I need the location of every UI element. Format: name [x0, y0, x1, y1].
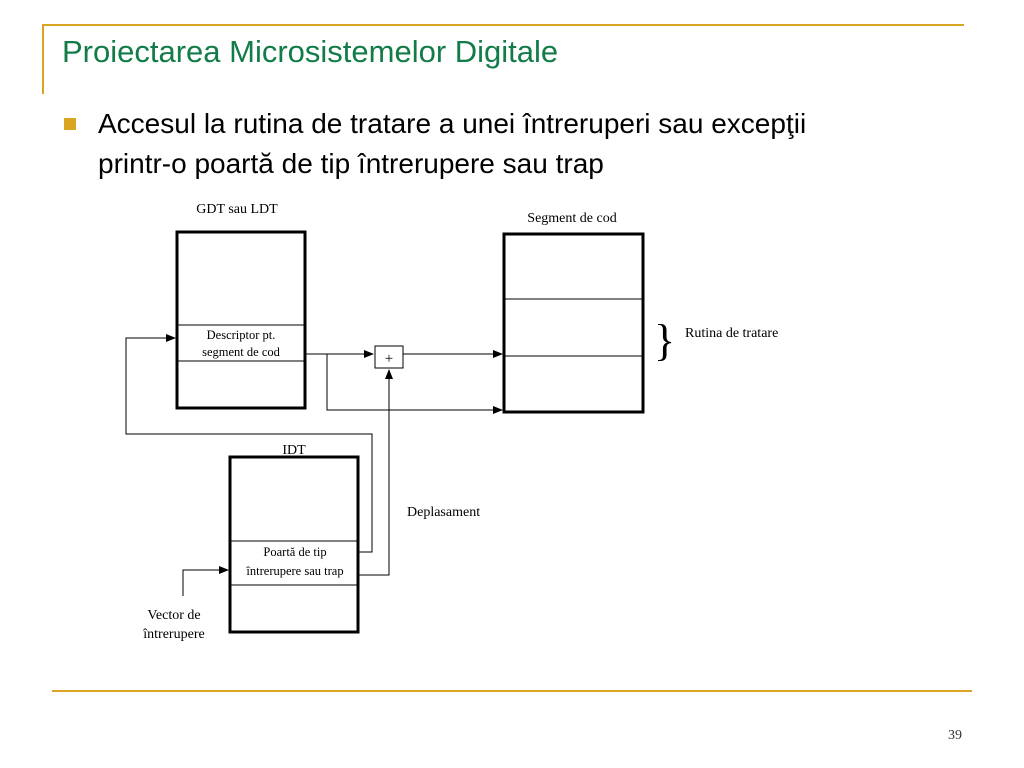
code-segment: [502, 232, 645, 414]
footer-rule: [52, 690, 972, 692]
page-number: 39: [948, 728, 962, 743]
gdt-label: GDT sau LDT: [196, 202, 278, 217]
gate-line-2: întrerupere sau trap: [245, 564, 343, 578]
arrow-descriptor-to-segment-base: [326, 354, 503, 414]
segment-label: Segment de cod: [527, 211, 616, 226]
gdt-table: [175, 230, 307, 410]
arrow-vector-to-idt: [182, 566, 229, 596]
gate-line-1: Poartă de tip: [263, 545, 326, 559]
idt-label: IDT: [282, 443, 306, 458]
arrow-gate-to-descriptor: [125, 334, 373, 553]
vector-line-2: întrerupere: [142, 627, 204, 642]
slide-title: Proiectarea Microsistemelor Digitale: [62, 34, 559, 69]
bullet-square-icon: [64, 118, 76, 130]
descriptor-line-2: segment de cod: [202, 345, 281, 359]
idt-table: [228, 455, 360, 634]
deplasament-label: Deplasament: [407, 505, 480, 520]
arrow-offset-to-adder: [358, 369, 393, 576]
brace-icon: }: [654, 316, 675, 365]
left-rule: [42, 24, 44, 94]
plus-sign: +: [385, 351, 393, 367]
rutina-label: Rutina de tratare: [685, 326, 778, 341]
vector-line-1: Vector de: [147, 608, 200, 623]
top-rule: [42, 24, 964, 26]
bullet-text: Accesul la rutina de tratare a unei într…: [98, 108, 807, 179]
adder-box: [374, 345, 404, 369]
descriptor-line-1: Descriptor pt.: [207, 328, 276, 342]
